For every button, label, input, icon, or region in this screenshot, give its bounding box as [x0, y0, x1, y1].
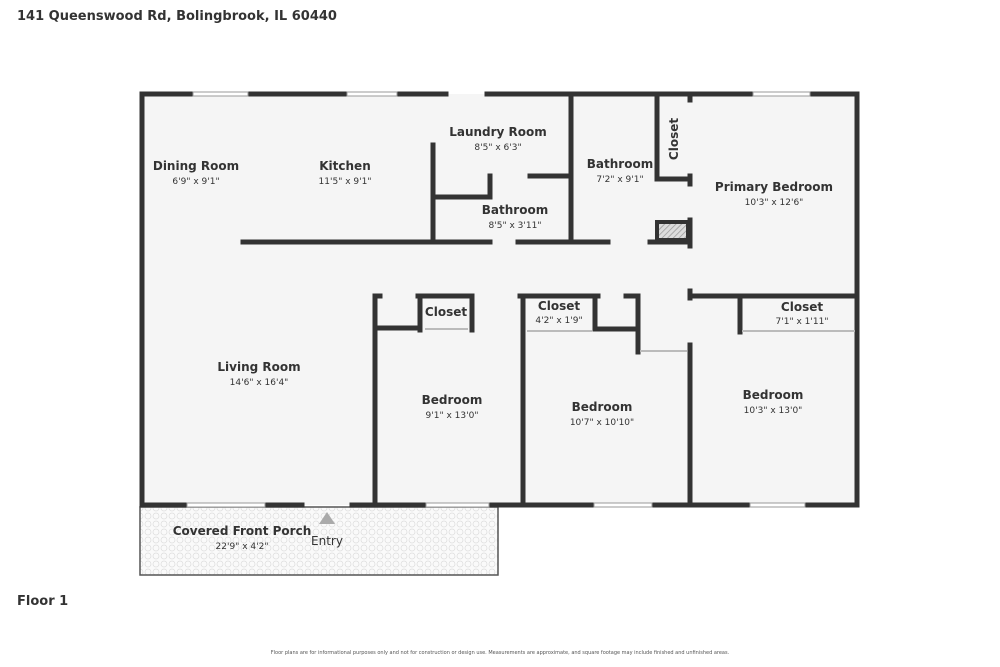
room-dims-closet-3: 7'1" x 1'11": [776, 317, 829, 327]
room-dims-bathroom-2: 7'2" x 9'1": [596, 175, 643, 185]
room-name-bedroom-3: Bedroom: [743, 388, 804, 402]
room-name-primary-bedroom: Primary Bedroom: [715, 180, 833, 194]
room-dims-bedroom-3: 10'3" x 13'0": [744, 406, 803, 416]
room-name-laundry: Laundry Room: [449, 125, 547, 139]
room-name-closet-1: Closet: [425, 305, 467, 319]
room-name-porch: Covered Front Porch: [173, 524, 312, 538]
room-dims-dining: 6'9" x 9'1": [172, 177, 219, 187]
room-dims-porch: 22'9" x 4'2": [216, 542, 269, 552]
disclaimer: Floor plans are for informational purpos…: [270, 650, 730, 656]
floor-area: [142, 94, 857, 505]
room-dims-kitchen: 11'5" x 9'1": [319, 177, 372, 187]
room-dims-laundry: 8'5" x 6'3": [474, 143, 521, 153]
porch-area: [139, 506, 499, 576]
entry-arrow-icon: [319, 512, 335, 524]
room-dims-bedroom-2: 10'7" x 10'10": [570, 418, 634, 428]
address-title: 141 Queenswood Rd, Bolingbrook, IL 60440: [17, 9, 337, 24]
entry-label: Entry: [311, 534, 343, 548]
room-name-closet-primary: Closet: [667, 118, 681, 160]
room-name-bathroom-2: Bathroom: [587, 157, 653, 171]
room-dims-primary-bedroom: 10'3" x 12'6": [745, 198, 804, 208]
room-dims-living: 14'6" x 16'4": [230, 378, 289, 388]
room-name-closet-3: Closet: [781, 300, 823, 314]
room-dims-bedroom-1: 9'1" x 13'0": [426, 411, 479, 421]
room-name-kitchen: Kitchen: [319, 159, 371, 173]
room-dims-closet-2: 4'2" x 1'9": [535, 316, 582, 326]
room-name-dining: Dining Room: [153, 159, 239, 173]
room-name-closet-2: Closet: [538, 299, 580, 313]
room-dims-bathroom-1: 8'5" x 3'11": [489, 221, 542, 231]
room-name-bedroom-1: Bedroom: [422, 393, 483, 407]
chimney: [655, 220, 690, 242]
room-name-bedroom-2: Bedroom: [572, 400, 633, 414]
floor-label: Floor 1: [17, 594, 69, 609]
room-name-bathroom-1: Bathroom: [482, 203, 548, 217]
room-name-living: Living Room: [217, 360, 300, 374]
windows: [186, 91, 855, 508]
